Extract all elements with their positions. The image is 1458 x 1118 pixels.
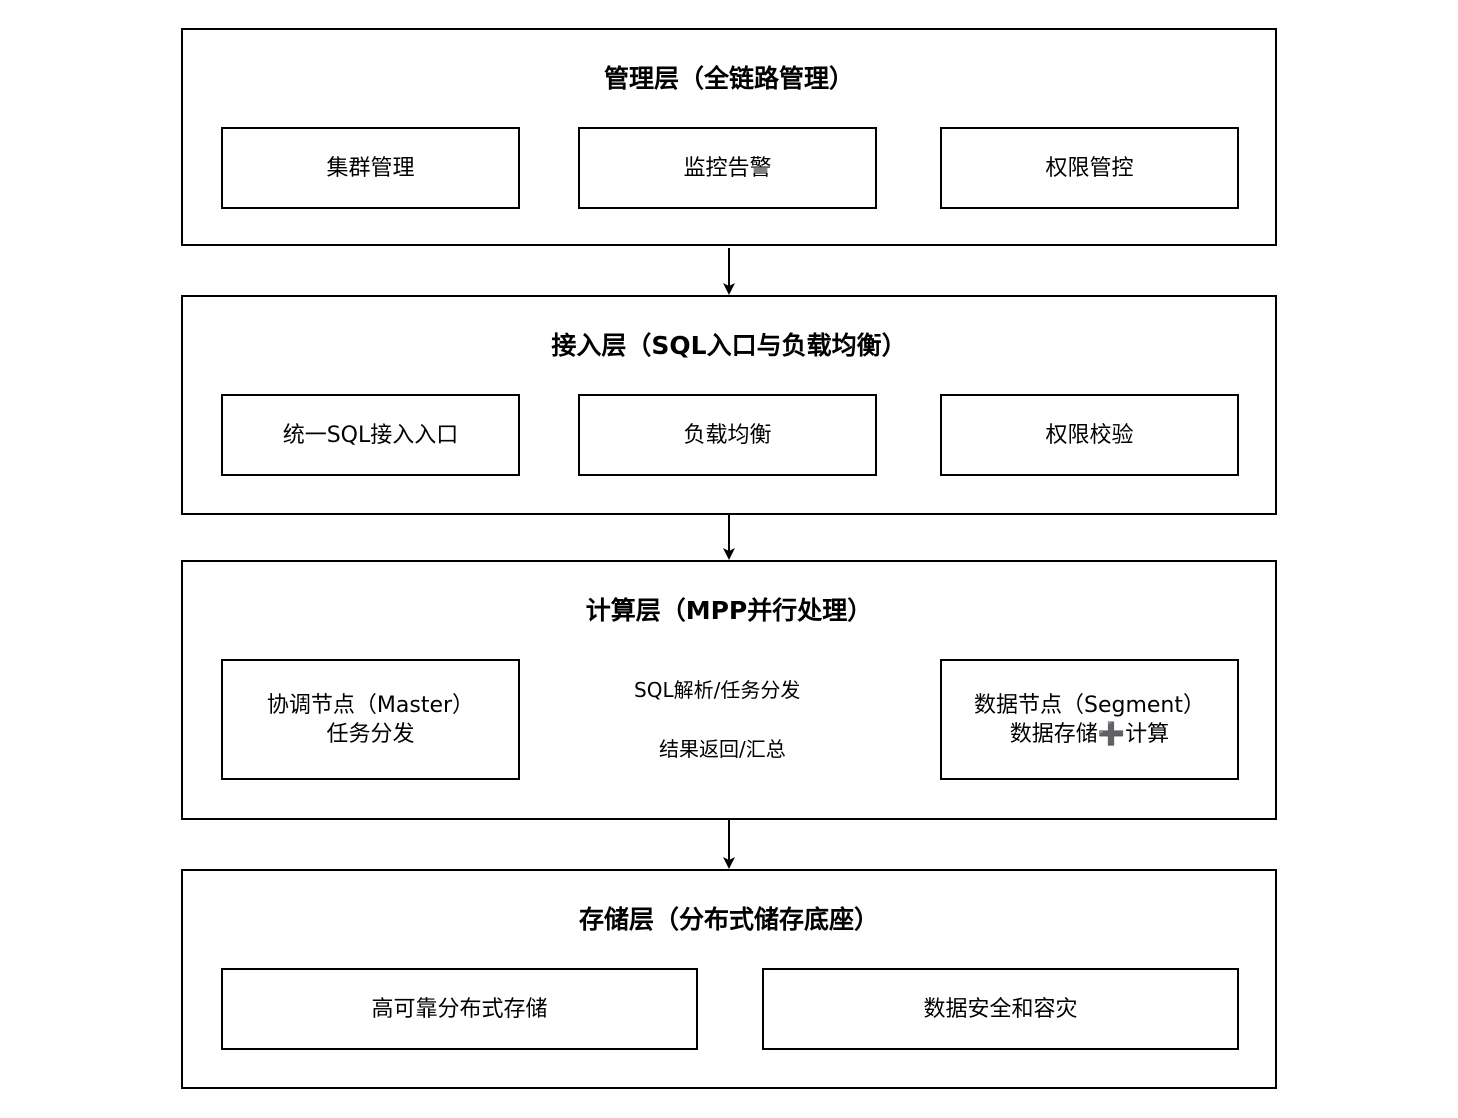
compute-layer-title: 计算层（MPP并行处理） (585, 596, 873, 625)
node-permission-check[interactable]: 权限校验 (940, 394, 1239, 476)
management-layer-title: 管理层（全链路管理） (603, 64, 854, 93)
edge-label-forward: SQL解析/任务分发 (632, 678, 803, 702)
node-label: 集群管理 (326, 155, 415, 181)
node-label: 权限校验 (1045, 422, 1134, 448)
node-label: 统一SQL接入入口 (282, 422, 459, 448)
master-line-1: 协调节点（Master） (266, 692, 475, 718)
node-cluster-management[interactable]: 集群管理 (221, 127, 520, 209)
node-label: 数据安全和容灾 (923, 996, 1078, 1022)
node-label: 权限管控 (1045, 155, 1134, 181)
edge-label-backward: 结果返回/汇总 (657, 737, 788, 761)
segment-line-2: 数据存储➕计算 (1009, 721, 1170, 747)
node-label: 监控告警 (683, 155, 772, 181)
node-unified-sql-entry[interactable]: 统一SQL接入入口 (221, 394, 520, 476)
node-load-balancing[interactable]: 负载均衡 (578, 394, 877, 476)
node-label: 高可靠分布式存储 (371, 996, 548, 1022)
master-line-2: 任务分发 (326, 721, 415, 747)
segment-line-1: 数据节点（Segment） (973, 692, 1205, 718)
node-master[interactable]: 协调节点（Master） 任务分发 (221, 659, 520, 780)
node-permission-control[interactable]: 权限管控 (940, 127, 1239, 209)
node-segment[interactable]: 数据节点（Segment） 数据存储➕计算 (940, 659, 1239, 780)
node-security-disaster-recovery[interactable]: 数据安全和容灾 (762, 968, 1239, 1050)
access-layer-title: 接入层（SQL入口与负载均衡） (551, 331, 907, 360)
node-reliable-storage[interactable]: 高可靠分布式存储 (221, 968, 698, 1050)
storage-layer-title: 存储层（分布式储存底座） (578, 905, 879, 934)
node-monitoring-alerts[interactable]: 监控告警 (578, 127, 877, 209)
node-label: 负载均衡 (683, 422, 772, 448)
